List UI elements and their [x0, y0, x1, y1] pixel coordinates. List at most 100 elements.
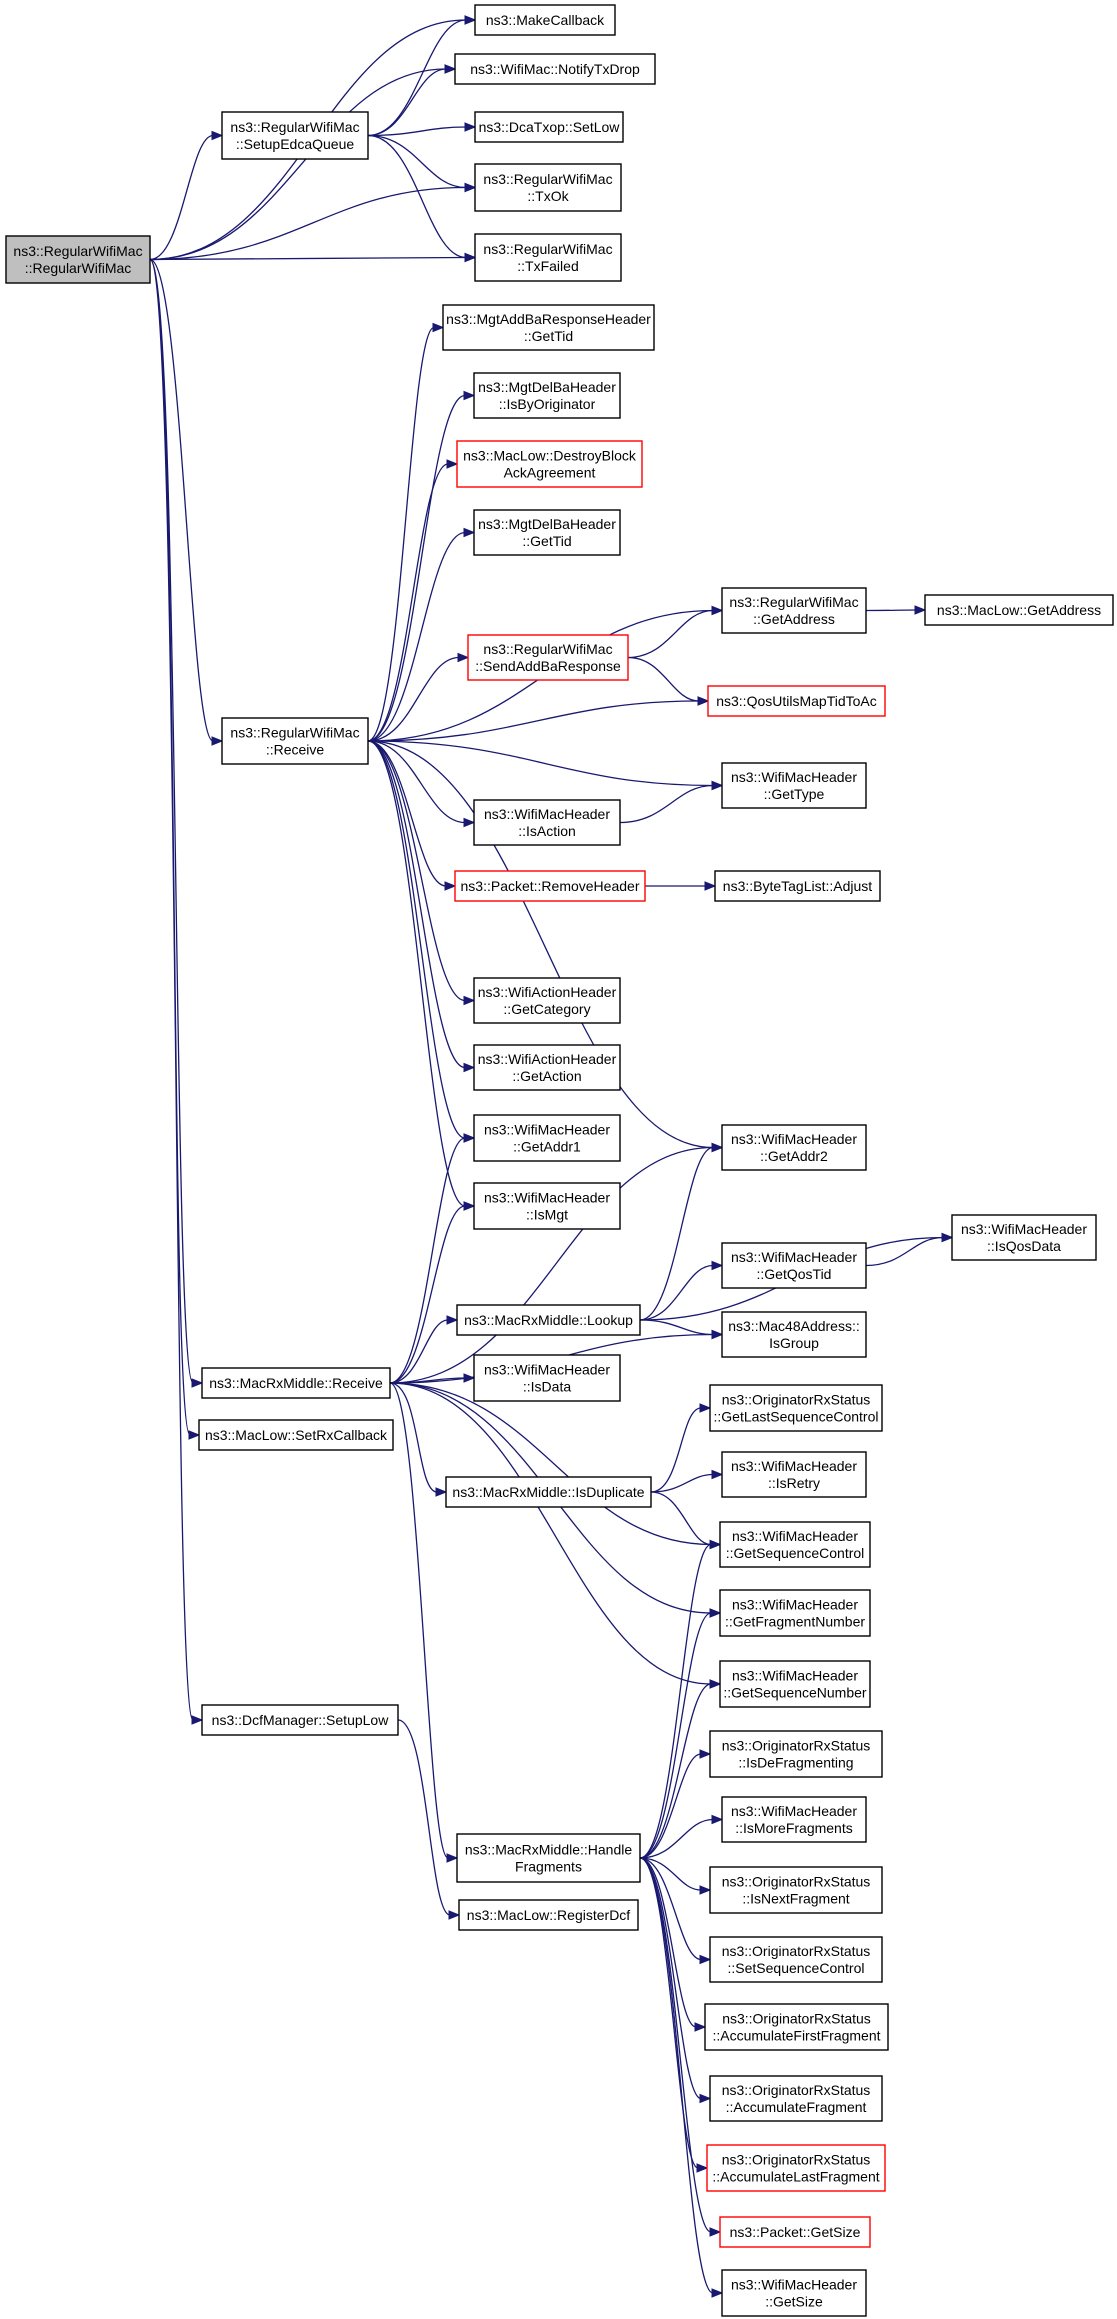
node-removeheader[interactable]: ns3::Packet::RemoveHeader — [454, 870, 646, 902]
edge-arrowhead — [699, 1749, 712, 1759]
node-hdr-isaction[interactable]: ns3::WifiMacHeader::IsAction — [473, 799, 621, 846]
node-hdr-getfragnum[interactable]: ns3::WifiMacHeader::GetFragmentNumber — [719, 1589, 871, 1637]
node-ors-setseqctrl[interactable]: ns3::OriginatorRxStatus::SetSequenceCont… — [709, 1936, 883, 1983]
edge-line — [639, 1857, 699, 2169]
node-hdr-getsize[interactable]: ns3::WifiMacHeader::GetSize — [721, 2269, 867, 2317]
edge-rwm-ctor-to-mrm-receive — [149, 258, 204, 1388]
node-hdr-getseqnum[interactable]: ns3::WifiMacHeader::GetSequenceNumber — [719, 1660, 871, 1708]
node-label-line: ns3::WifiMacHeader — [731, 1249, 857, 1265]
edge-arrowhead — [711, 1142, 724, 1153]
node-ors-isdefrag[interactable]: ns3::OriginatorRxStatus::IsDeFragmenting — [709, 1730, 883, 1778]
node-mrm-receive[interactable]: ns3::MacRxMiddle::Receive — [201, 1367, 391, 1399]
edge-rwm-receive-to-hdr-gettype — [367, 740, 724, 791]
node-mac48-isgroup[interactable]: ns3::Mac48Address::IsGroup — [721, 1311, 867, 1358]
edge-arrowhead — [463, 1201, 476, 1211]
edge-rwm-receive-to-destroyblock — [367, 459, 459, 742]
node-txok[interactable]: ns3::RegularWifiMac::TxOk — [474, 163, 622, 212]
node-box — [5, 235, 151, 284]
node-label-line: AckAgreement — [504, 465, 596, 481]
node-mrm-isdup[interactable]: ns3::MacRxMiddle::IsDuplicate — [445, 1476, 652, 1508]
node-hdr-isretry[interactable]: ns3::WifiMacHeader::IsRetry — [721, 1451, 867, 1498]
node-notify-txdrop[interactable]: ns3::WifiMac::NotifyTxDrop — [454, 53, 656, 85]
node-box — [456, 440, 643, 488]
edge-mrm-lookup-to-mac48-isgroup — [639, 1319, 724, 1340]
node-mgtaddba-gettid[interactable]: ns3::MgtAddBaResponseHeader::GetTid — [442, 304, 655, 351]
node-sendaddba[interactable]: ns3::RegularWifiMac::SendAddBaResponse — [467, 634, 629, 681]
node-label-line: ::AccumulateFirstFragment — [712, 2028, 880, 2044]
node-hdr-getaddr2[interactable]: ns3::WifiMacHeader::GetAddr2 — [721, 1124, 867, 1171]
node-delba-gettid[interactable]: ns3::MgtDelBaHeader::GetTid — [473, 509, 621, 556]
node-qosmap[interactable]: ns3::QosUtilsMapTidToAc — [707, 685, 886, 717]
edge-rwm-receive-to-sendaddba — [367, 652, 470, 742]
node-action-getcat[interactable]: ns3::WifiActionHeader::GetCategory — [473, 977, 621, 1024]
node-ors-getlastseq[interactable]: ns3::OriginatorRxStatus::GetLastSequence… — [709, 1384, 883, 1432]
node-box — [456, 1833, 641, 1883]
edge-arrowhead — [464, 15, 477, 25]
node-box — [221, 111, 369, 160]
node-box — [201, 1704, 399, 1736]
node-label-line: ns3::RegularWifiMac — [729, 594, 858, 610]
edge-line — [639, 1543, 712, 1859]
node-label-line: ::GetLastSequenceControl — [714, 1409, 879, 1425]
node-label-line: ns3::MgtDelBaHeader — [478, 379, 616, 395]
node-label-line: ::Receive — [266, 742, 325, 758]
edge-arrowhead — [711, 605, 724, 616]
node-setup-edca[interactable]: ns3::RegularWifiMac::SetupEdcaQueue — [221, 111, 369, 160]
node-rwm-receive[interactable]: ns3::RegularWifiMac::Receive — [221, 717, 369, 765]
node-pkt-getsize[interactable]: ns3::Packet::GetSize — [719, 2216, 871, 2248]
node-label-line: ns3::WifiMacHeader — [732, 1597, 858, 1613]
node-label-line: ::IsAction — [518, 823, 576, 839]
node-hdr-isdata[interactable]: ns3::WifiMacHeader::IsData — [473, 1354, 621, 1402]
edge-arrowhead — [711, 1329, 724, 1340]
node-ors-acclast[interactable]: ns3::OriginatorRxStatus::AccumulateLastF… — [706, 2144, 886, 2192]
edge-mrm-handlefrag-to-ors-accfirst — [639, 1857, 707, 2032]
node-ors-accfrag[interactable]: ns3::OriginatorRxStatus::AccumulateFragm… — [709, 2075, 883, 2122]
edge-line — [367, 394, 466, 742]
edge-arrowhead — [463, 390, 476, 401]
node-rwm-getaddress[interactable]: ns3::RegularWifiMac::GetAddress — [721, 587, 867, 634]
edge-line — [639, 1857, 702, 1961]
node-delba-isorig[interactable]: ns3::MgtDelBaHeader::IsByOriginator — [473, 372, 621, 419]
edge-arrowhead — [711, 1260, 724, 1271]
edge-line — [367, 700, 700, 742]
node-ors-isnextfrag[interactable]: ns3::OriginatorRxStatus::IsNextFragment — [709, 1866, 883, 1914]
edge-arrowhead — [446, 459, 459, 469]
node-hdr-ismgt[interactable]: ns3::WifiMacHeader::IsMgt — [473, 1182, 621, 1230]
node-make-cb[interactable]: ns3::MakeCallback — [474, 4, 616, 36]
node-setrxcb[interactable]: ns3::MacLow::SetRxCallback — [198, 1419, 394, 1451]
edge-mrm-receive-to-mrm-handlefrag — [389, 1382, 459, 1863]
node-hdr-getaddr1[interactable]: ns3::WifiMacHeader::GetAddr1 — [473, 1114, 621, 1162]
node-hdr-getseqctrl[interactable]: ns3::WifiMacHeader::GetSequenceControl — [719, 1521, 871, 1568]
node-label-line: ::IsByOriginator — [499, 396, 596, 412]
node-ors-accfirst[interactable]: ns3::OriginatorRxStatus::AccumulateFirst… — [704, 2003, 889, 2051]
node-hdr-getqostid[interactable]: ns3::WifiMacHeader::GetQosTid — [721, 1242, 867, 1289]
edge-setup-edca-to-txfailed — [367, 134, 477, 263]
node-txfailed[interactable]: ns3::RegularWifiMac::TxFailed — [474, 233, 622, 282]
node-dcatxop-setlow[interactable]: ns3::DcaTxop::SetLow — [474, 111, 624, 143]
node-dcf-setuplow[interactable]: ns3::DcfManager::SetupLow — [201, 1704, 399, 1736]
node-maclow-getaddress[interactable]: ns3::MacLow::GetAddress — [924, 594, 1114, 626]
node-label-line: ::IsNextFragment — [742, 1891, 849, 1907]
edge-mrm-receive-to-hdr-getaddr1 — [389, 1133, 476, 1384]
node-label-line: ns3::MacRxMiddle::Handle — [465, 1842, 633, 1858]
edge-line — [367, 740, 447, 887]
edge-arrowhead — [699, 1954, 712, 1965]
node-label-line: ::GetSize — [765, 2294, 823, 2310]
edge-line — [389, 1137, 466, 1384]
node-mrm-lookup[interactable]: ns3::MacRxMiddle::Lookup — [456, 1304, 641, 1336]
edge-arrowhead — [463, 817, 476, 828]
node-label-line: ns3::RegularWifiMac — [230, 725, 359, 741]
node-rwm-ctor[interactable]: ns3::RegularWifiMac::RegularWifiMac — [5, 235, 151, 284]
edge-mrm-handlefrag-to-ors-isdefrag — [639, 1749, 712, 1859]
node-action-getaction[interactable]: ns3::WifiActionHeader::GetAction — [473, 1044, 621, 1091]
node-hdr-isqosdata[interactable]: ns3::WifiMacHeader::IsQosData — [951, 1214, 1097, 1261]
node-hdr-gettype[interactable]: ns3::WifiMacHeader::GetType — [721, 762, 867, 809]
edge-mrm-handlefrag-to-hdr-getsize — [639, 1857, 724, 2298]
edge-arrowhead — [432, 322, 445, 333]
node-bytetag-adjust[interactable]: ns3::ByteTagList::Adjust — [714, 870, 881, 902]
node-registerdcf[interactable]: ns3::MacLow::RegisterDcf — [458, 1899, 639, 1931]
node-label-line: ns3::RegularWifiMac — [230, 119, 359, 135]
node-hdr-ismorefrag[interactable]: ns3::WifiMacHeader::IsMoreFragments — [721, 1796, 867, 1843]
